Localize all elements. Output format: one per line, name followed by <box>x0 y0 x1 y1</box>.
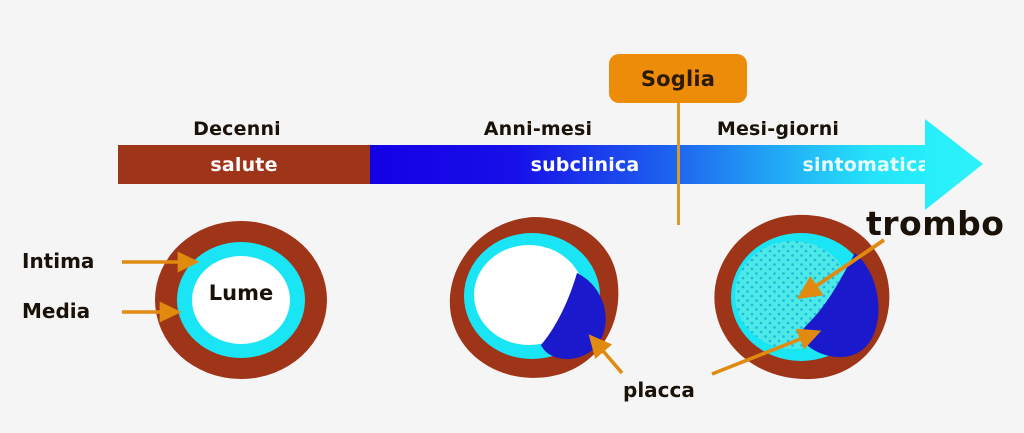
lumen-label: Lume <box>208 281 274 305</box>
timeline-segment-salute[interactable]: salute <box>118 145 370 184</box>
timeline-bar: salute subclinica sintomatica <box>118 145 933 184</box>
threshold-badge-label: Soglia <box>640 66 716 91</box>
timeline-segment-subclinica-label: subclinica <box>530 153 640 176</box>
trombo-callout-arrow-icon <box>796 238 886 300</box>
timeline-segment-sintomatica[interactable]: sintomatica <box>800 145 933 184</box>
threshold-line <box>677 103 680 225</box>
phase-duration-anni-mesi: Anni-mesi <box>483 118 593 140</box>
timeline-segment-sintomatica-label: sintomatica <box>802 153 931 176</box>
lumen-area <box>192 256 290 344</box>
timeline-arrowhead-icon <box>925 119 983 210</box>
lumen-area <box>474 245 584 345</box>
vessel-cross-section-plaque[interactable] <box>437 215 637 390</box>
media-label: Media <box>22 299 91 323</box>
threshold-badge[interactable]: Soglia <box>609 54 747 103</box>
intima-label: Intima <box>22 249 95 273</box>
placca-label: placca <box>623 378 695 402</box>
placca-callout-arrow-vessel2-icon <box>588 334 624 375</box>
timeline-segment-subclinica[interactable]: subclinica <box>370 145 800 184</box>
phase-duration-decenni: Decenni <box>193 118 281 140</box>
timeline-segment-salute-label: salute <box>210 153 278 176</box>
trombo-label: trombo <box>866 204 1005 243</box>
placca-callout-arrow-vessel3-icon <box>711 328 822 376</box>
phase-duration-mesi-giorni: Mesi-giorni <box>716 118 840 140</box>
